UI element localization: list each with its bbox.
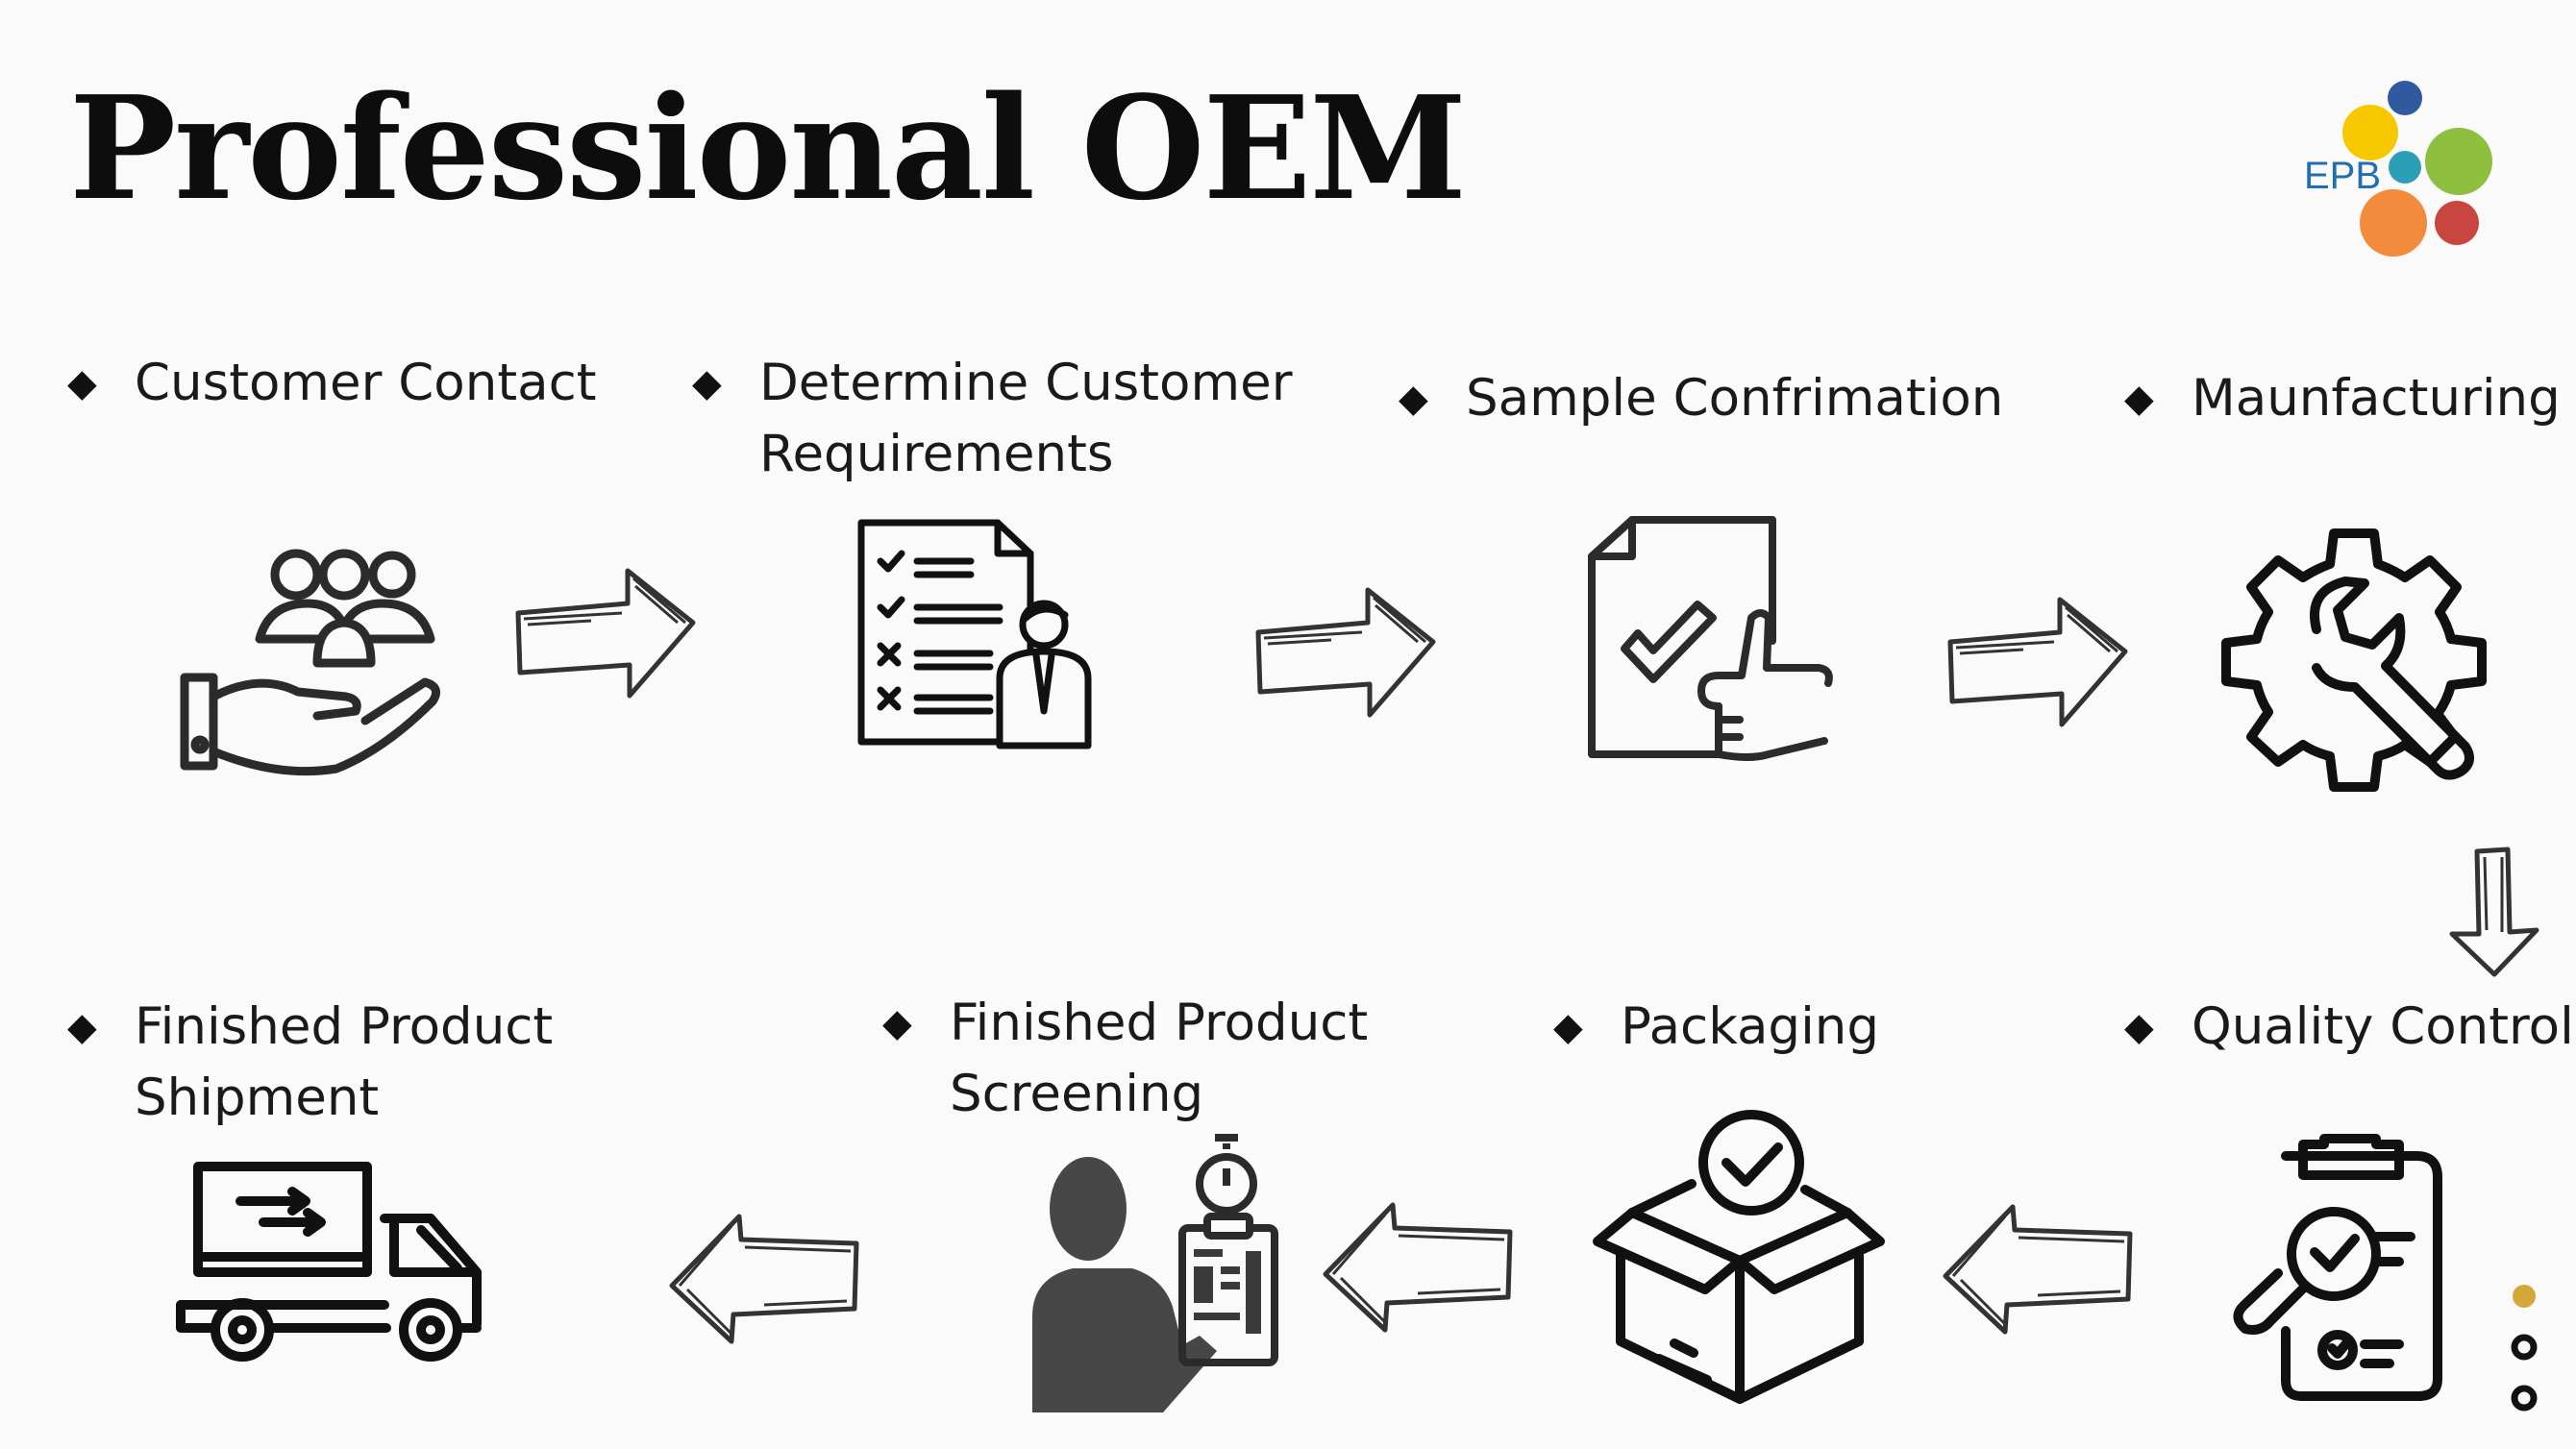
bullet-icon: ◆ [2124, 1005, 2154, 1049]
bullet-icon: ◆ [67, 361, 97, 405]
box-checkmark-icon [1593, 1110, 1885, 1404]
logo-dot-green [2425, 128, 2492, 195]
right-arrow-icon [1947, 597, 2128, 727]
delivery-truck-icon [176, 1162, 482, 1362]
step-label-finished-product-screening: ◆ Finished Product Screening [882, 988, 1368, 1130]
bullet-icon: ◆ [67, 1005, 97, 1049]
step-label-packaging: ◆ Packaging [1553, 992, 1879, 1063]
step-label-determine-requirements: ◆ Determine Customer Requirements [692, 348, 1293, 490]
checklist-person-icon [857, 519, 1092, 749]
logo-dot-teal [2389, 151, 2421, 184]
bullet-icon: ◆ [2124, 377, 2154, 421]
bullet-icon: ◆ [1399, 377, 1428, 421]
approved-document-thumbs-up-icon [1588, 516, 1833, 761]
step-label-sample-confirmation: ◆ Sample Confrimation [1399, 363, 2003, 434]
person-stopwatch-report-icon [1032, 1134, 1278, 1412]
left-arrow-icon [669, 1214, 859, 1344]
logo-dot-red [2435, 201, 2479, 245]
hand-holding-people-icon [180, 549, 441, 776]
bullet-icon: ◆ [1553, 1005, 1583, 1049]
logo-text: EPB [2304, 155, 2381, 197]
logo-dot-blue [2388, 81, 2422, 115]
bullet-icon: ◆ [692, 361, 722, 405]
down-arrow-icon [2449, 847, 2539, 977]
left-arrow-icon [1323, 1202, 1513, 1333]
bullet-icon: ◆ [882, 1001, 912, 1045]
right-arrow-icon [1255, 587, 1436, 718]
left-arrow-icon [1943, 1204, 2133, 1335]
logo-dot-orange [2360, 189, 2427, 257]
clipboard-magnifier-icon [2233, 1134, 2538, 1412]
logo-dot-yellow [2342, 105, 2398, 160]
step-label-finished-product-shipment: ◆ Finished Product Shipment [67, 992, 553, 1134]
step-label-quality-control: ◆ Quality Control [2124, 992, 2574, 1063]
right-arrow-icon [515, 568, 696, 699]
epb-logo: EPB [2304, 81, 2492, 257]
gear-wrench-icon [2221, 528, 2487, 792]
page-title: Professional OEM [69, 64, 1467, 232]
step-label-customer-contact: ◆ Customer Contact [67, 348, 597, 419]
step-label-manufacturing: ◆ Maunfacturing [2124, 363, 2561, 434]
